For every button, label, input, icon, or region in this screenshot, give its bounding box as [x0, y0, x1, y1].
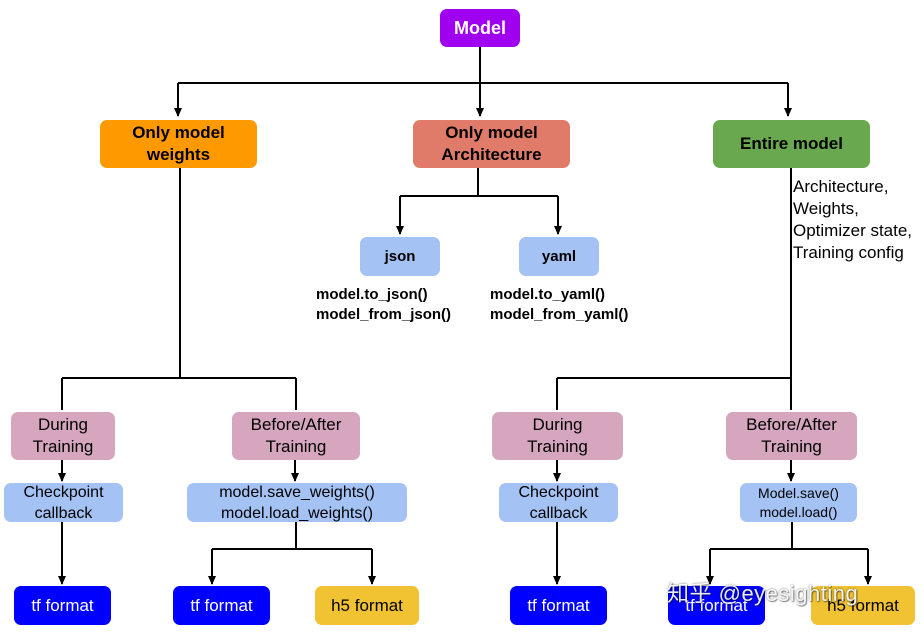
- before-after-training-left-label: Before/After Training: [250, 415, 342, 456]
- checkpoint-callback-right-label: Checkpoint callback: [518, 483, 599, 522]
- tf-format-node-3: tf format: [510, 586, 607, 625]
- tf-format-node-4: tf format: [668, 586, 765, 625]
- architecture-only-node: Only model Architecture: [413, 120, 570, 168]
- entire-model-label: Entire model: [740, 134, 843, 153]
- yaml-methods-text: model.to_yaml() model_from_yaml(): [490, 286, 629, 323]
- checkpoint-callback-left-node: Checkpoint callback: [4, 483, 123, 522]
- model-save-load-node: Model.save() model.load(): [740, 483, 857, 522]
- h5-format-node-2: h5 format: [811, 586, 915, 625]
- entire-model-node: Entire model: [713, 120, 870, 168]
- before-after-training-left-node: Before/After Training: [232, 412, 360, 460]
- entire-model-contents-text: Architecture, Weights, Optimizer state, …: [793, 177, 913, 262]
- weights-only-node: Only model weights: [100, 120, 257, 168]
- yaml-node: yaml: [519, 237, 599, 276]
- json-label: json: [384, 247, 416, 265]
- save-load-weights-node: model.save_weights() model.load_weights(…: [187, 483, 407, 522]
- json-methods-text: model.to_json() model_from_json(): [316, 286, 452, 323]
- yaml-label: yaml: [541, 247, 577, 265]
- model-node: Model: [440, 9, 520, 47]
- during-training-left-label: During Training: [32, 415, 94, 456]
- weights-only-label: Only model weights: [132, 123, 225, 164]
- model-node-label: Model: [454, 18, 506, 38]
- tf-format-label-2: tf format: [190, 595, 253, 615]
- tf-format-node-1: tf format: [14, 586, 111, 625]
- tf-format-label-1: tf format: [31, 595, 94, 615]
- architecture-only-label: Only model Architecture: [441, 123, 542, 164]
- model-save-load-label: Model.save() model.load(): [758, 484, 839, 520]
- during-training-right-label: During Training: [527, 415, 588, 456]
- before-after-training-right-label: Before/After Training: [746, 415, 837, 456]
- checkpoint-callback-right-node: Checkpoint callback: [499, 483, 618, 522]
- before-after-training-right-node: Before/After Training: [726, 412, 857, 460]
- tf-format-label-3: tf format: [527, 595, 590, 615]
- during-training-right-node: During Training: [492, 412, 623, 460]
- json-node: json: [360, 237, 440, 276]
- tf-format-label-4: tf format: [685, 595, 748, 615]
- h5-format-label-1: h5 format: [331, 595, 403, 615]
- during-training-left-node: During Training: [11, 412, 115, 460]
- h5-format-label-2: h5 format: [827, 595, 899, 615]
- save-load-weights-label: model.save_weights() model.load_weights(…: [219, 483, 375, 522]
- watermark-text: 知乎 @eyesighting: [667, 581, 859, 606]
- tf-format-node-2: tf format: [173, 586, 270, 625]
- checkpoint-callback-left-label: Checkpoint callback: [23, 483, 104, 522]
- h5-format-node-1: h5 format: [315, 586, 419, 625]
